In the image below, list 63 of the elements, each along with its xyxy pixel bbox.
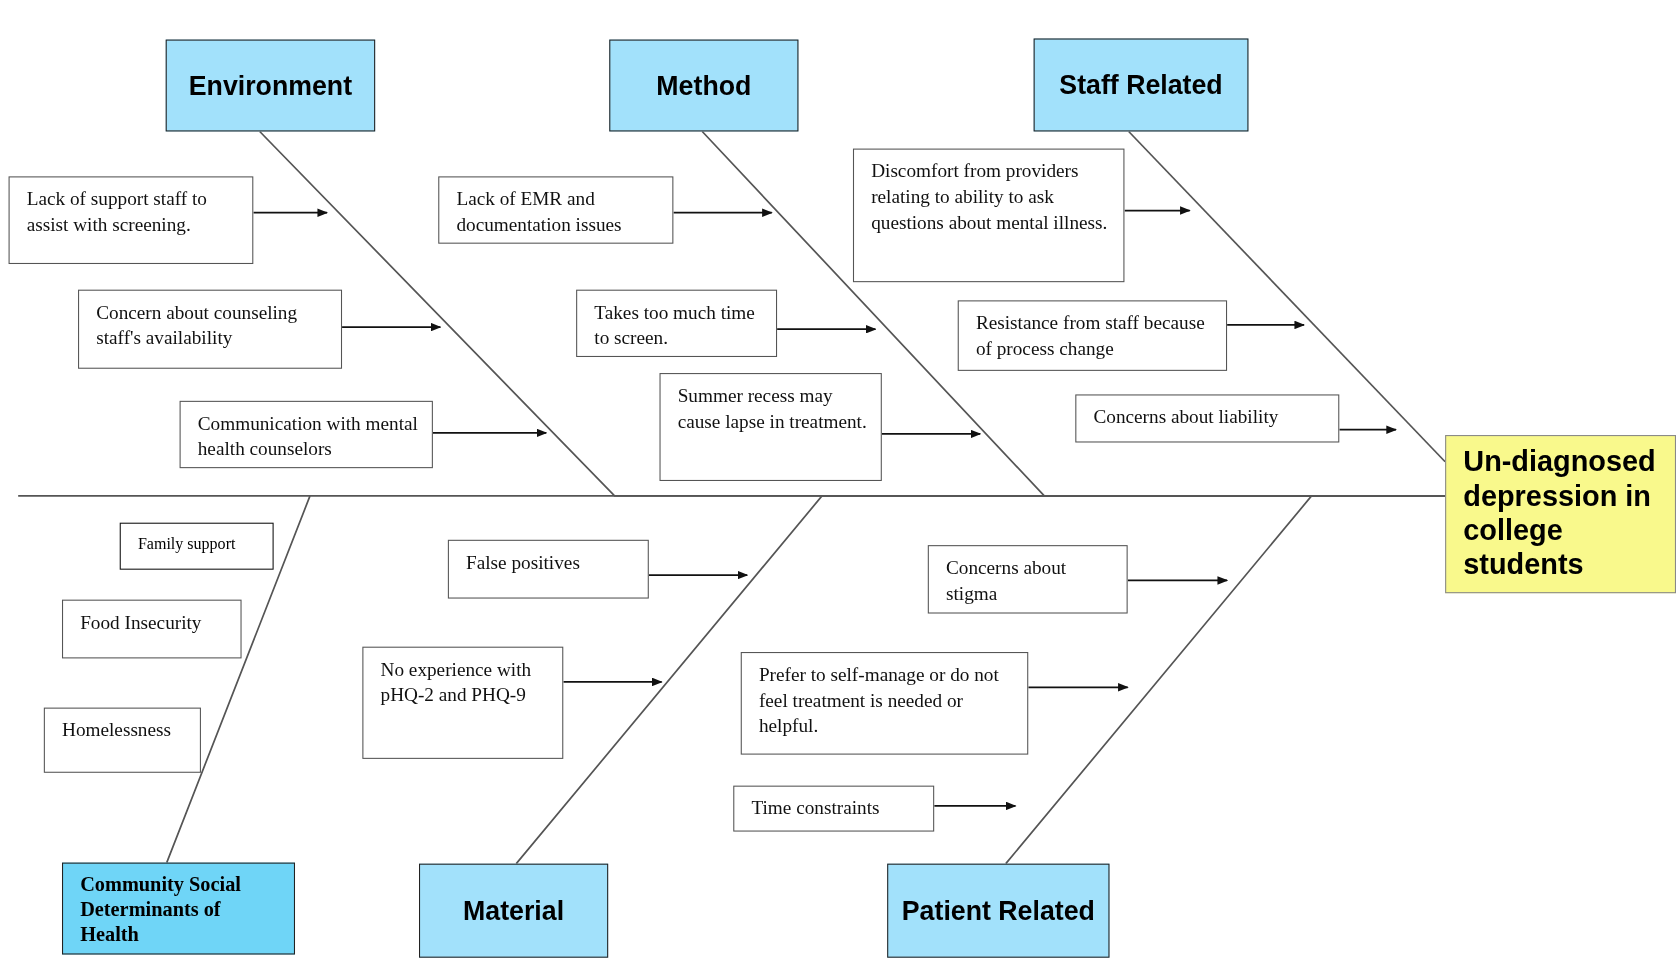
arrow: [776, 324, 877, 334]
cause-box: [576, 289, 778, 357]
problem-head-box: [1445, 435, 1676, 594]
cause-label: False positives: [465, 550, 581, 575]
category-label: Material: [462, 894, 566, 928]
cause-label: Discomfort from providers relating to ability to ask questions about mental illness.: [870, 159, 1109, 235]
cause-label: Resistance from staff because of process change: [974, 311, 1206, 362]
arrow: [672, 208, 773, 217]
category-label: Method: [655, 69, 753, 102]
cause-label: Concerns about liability: [1092, 405, 1280, 430]
cause-box: [8, 176, 254, 264]
cause-box: [740, 652, 1029, 755]
arrow: [1226, 320, 1306, 330]
cause-box: [1075, 394, 1340, 443]
category-box: [1033, 38, 1249, 132]
arrow: [933, 801, 1017, 811]
cause-label: Communication with mental health counselors: [196, 411, 419, 462]
category-label: Patient Related: [900, 894, 1096, 928]
category-box: [887, 863, 1110, 958]
cause-label: Concerns about stigma: [944, 555, 1068, 606]
category-box: [165, 39, 376, 132]
category-box: [419, 863, 609, 958]
problem-label: Un-diagnosed depression in college students: [1462, 444, 1657, 583]
category-box: [62, 862, 295, 955]
cause-box: [659, 373, 882, 481]
arrow: [341, 322, 442, 332]
cause-box: [927, 545, 1128, 614]
category-box: [609, 39, 799, 132]
arrow: [647, 570, 749, 580]
category-label: Staff Related: [1058, 68, 1224, 102]
cause-box: [78, 289, 343, 369]
cause-label: Homelessness: [61, 718, 172, 743]
cause-label: Summer recess may cause lapse in treatment.: [676, 383, 868, 434]
arrow: [1126, 576, 1229, 585]
arrow: [1123, 206, 1191, 215]
cause-label: Takes too much time to screen.: [593, 300, 756, 351]
cause-box: [438, 176, 674, 244]
cause-label: Prefer to self-manage or do not feel treatment is needed or helpful.: [757, 662, 1000, 739]
cause-label: Food Insecurity: [79, 610, 203, 635]
cause-box: [852, 148, 1125, 283]
category-label: Environment: [187, 69, 354, 102]
cause-label: Lack of support staff to assist with screening.: [25, 187, 208, 238]
cause-box: [179, 400, 433, 469]
cause-box: [362, 646, 564, 759]
cause-box: [119, 522, 274, 570]
arrow: [1027, 683, 1129, 692]
cause-label: No experience with pHQ-2 and PHQ-9: [379, 657, 533, 708]
cause-box: [957, 300, 1228, 371]
cause-box: [447, 539, 649, 599]
bone-line: [1127, 130, 1446, 463]
cause-box: [733, 785, 935, 832]
cause-label: Time constraints: [750, 796, 881, 821]
cause-box: [43, 707, 201, 773]
cause-label: Family support: [136, 534, 237, 555]
arrow: [562, 677, 663, 687]
arrow: [1338, 425, 1397, 434]
cause-label: Concern about counseling staff's availability: [95, 300, 299, 351]
cause-box: [62, 599, 242, 659]
arrow: [880, 429, 982, 439]
category-label: Community Social Determinants of Health: [79, 872, 242, 947]
arrow: [252, 208, 329, 217]
cause-label: Lack of EMR and documentation issues: [455, 187, 623, 238]
arrow: [432, 428, 548, 438]
